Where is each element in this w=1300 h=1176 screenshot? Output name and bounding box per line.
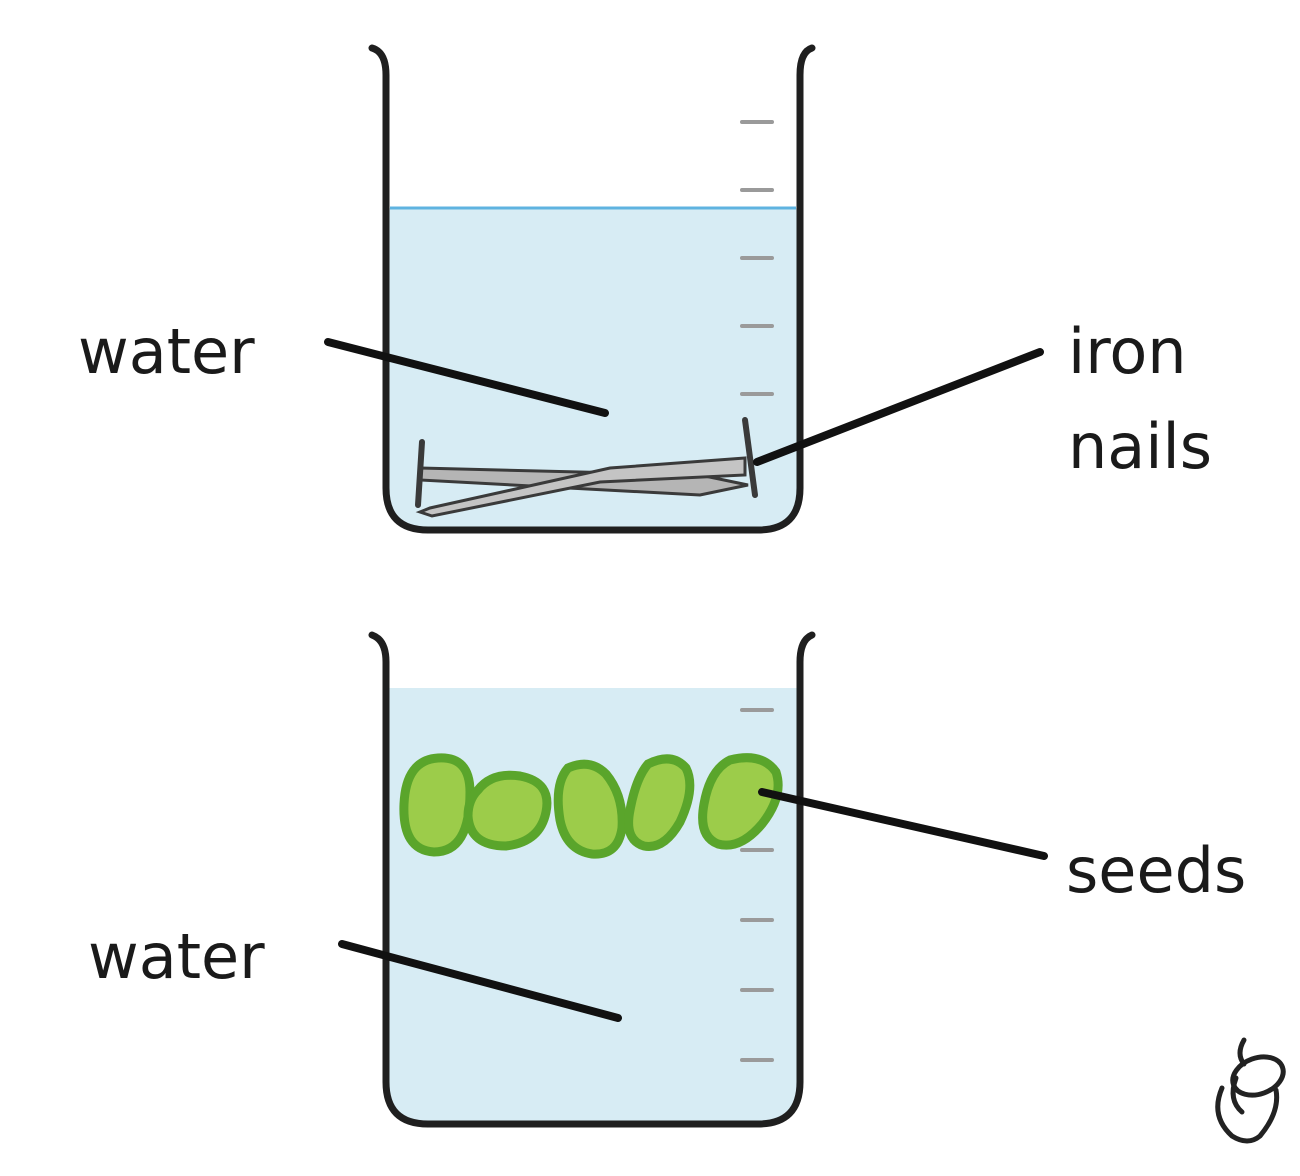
top-water-label: water bbox=[78, 315, 255, 388]
bottom-beaker: seeds water bbox=[88, 631, 1246, 1128]
nails-label: nails bbox=[1068, 410, 1212, 483]
seeds-label: seeds bbox=[1066, 834, 1246, 907]
bottom-water-leader bbox=[338, 940, 622, 1022]
seed bbox=[463, 770, 552, 851]
bottom-beaker-outline bbox=[368, 631, 816, 1128]
seed bbox=[698, 753, 783, 850]
top-beaker-water bbox=[388, 208, 798, 528]
iron-label: iron bbox=[1068, 315, 1187, 388]
top-beaker-ticks bbox=[740, 120, 774, 396]
top-water-leader bbox=[324, 338, 609, 417]
top-beaker-outline bbox=[368, 44, 816, 534]
iron-nails bbox=[415, 417, 758, 518]
bottom-beaker-ticks bbox=[740, 708, 774, 1062]
seed bbox=[399, 753, 475, 857]
iron-nails-leader bbox=[753, 348, 1044, 466]
top-beaker: water iron nails bbox=[78, 44, 1212, 534]
bottom-beaker-water bbox=[388, 688, 798, 1122]
seed bbox=[553, 759, 627, 859]
acorn-icon bbox=[1215, 1037, 1286, 1144]
bottom-water-label: water bbox=[88, 920, 265, 993]
seed bbox=[624, 754, 695, 851]
seeds-leader bbox=[758, 788, 1048, 860]
seeds bbox=[399, 753, 783, 859]
